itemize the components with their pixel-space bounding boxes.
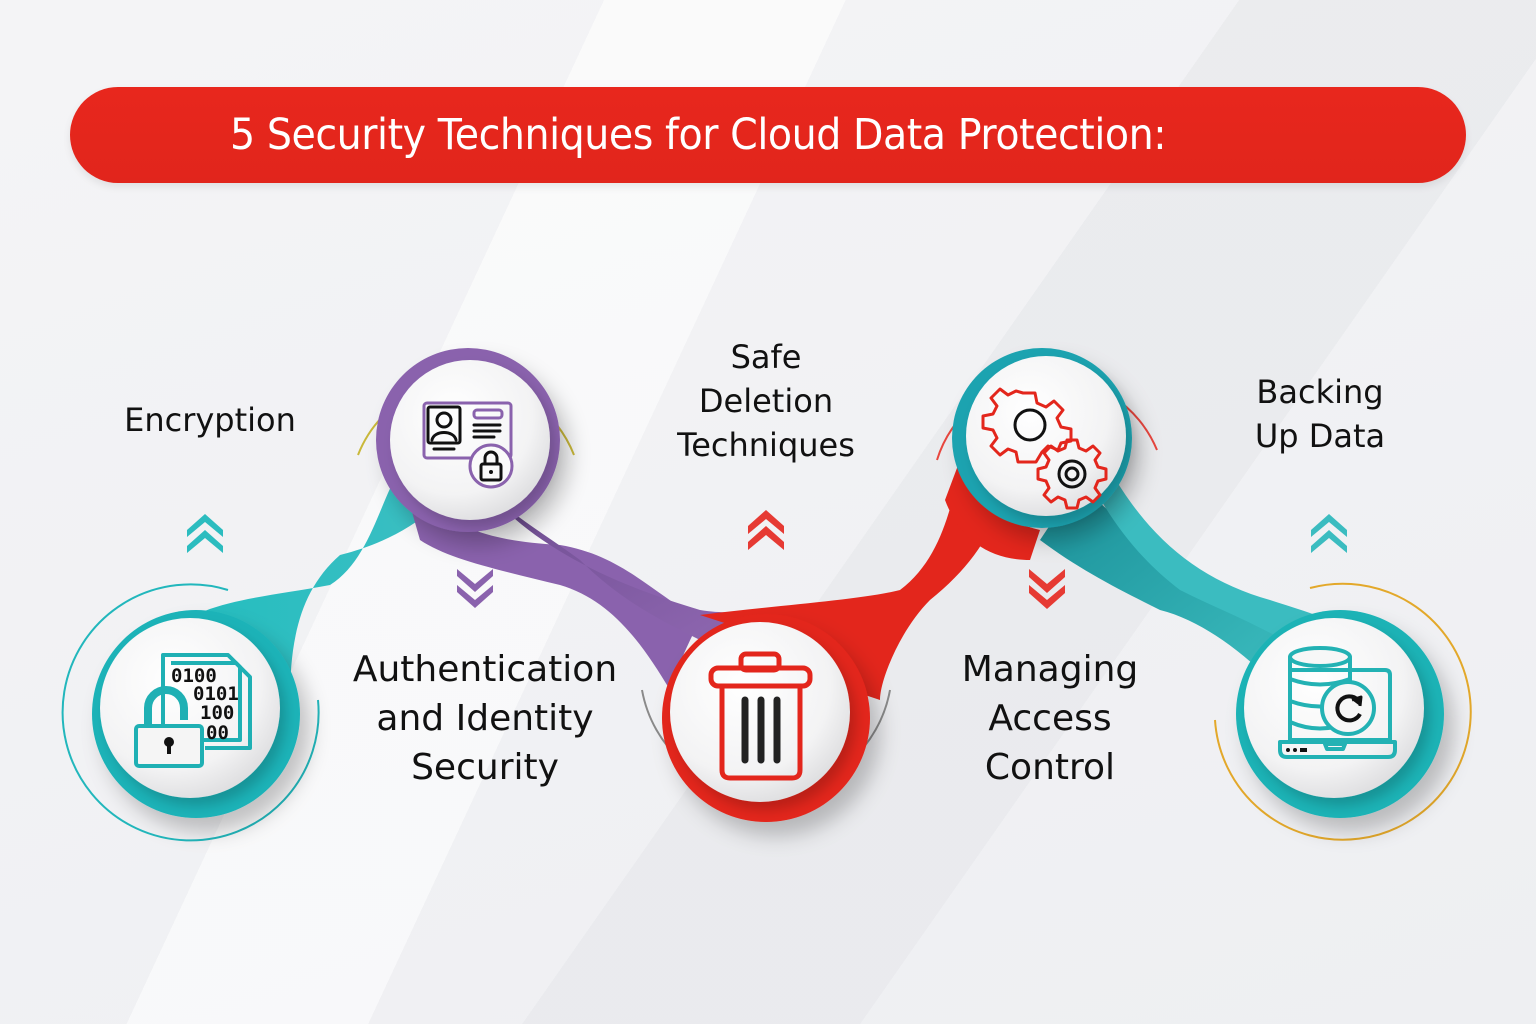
- step-4-label: Managing Access Control: [940, 645, 1160, 792]
- chevron-double-down-icon-2[interactable]: [457, 569, 493, 608]
- step-5-label-line-2: Up Data: [1254, 417, 1386, 455]
- step-5-label: Backing Up Data: [1230, 370, 1410, 458]
- step-2-label-line-1: Authentication: [352, 649, 618, 690]
- step-3-label: Safe Deletion Techniques: [656, 335, 876, 467]
- trash-bin-icon: [708, 651, 813, 781]
- chevron-double-down-icon-4[interactable]: [1029, 569, 1065, 609]
- step-4-label-line-3: Control: [984, 747, 1116, 788]
- step-2-label-line-2: and Identity: [376, 698, 594, 739]
- step-4-label-line-2: Access: [988, 698, 1112, 739]
- encrypted-binary-file-lock-icon: 0100 0101 100 00: [134, 653, 252, 768]
- svg-text:0100: 0100: [171, 665, 217, 687]
- page-title: 5 Security Techniques for Cloud Data Pro…: [230, 110, 1167, 160]
- svg-text:0101: 0101: [193, 683, 239, 705]
- gears-icon: [981, 387, 1108, 510]
- svg-text:100: 100: [200, 702, 234, 724]
- step-5-label-line-1: Backing: [1256, 373, 1384, 411]
- step-3-label-line-3: Techniques: [677, 426, 855, 464]
- step-5-node: [1236, 610, 1444, 818]
- title-banner: 5 Security Techniques for Cloud Data Pro…: [70, 87, 1466, 183]
- arc-step-1: [61, 583, 320, 842]
- step-4-label-line-1: Managing: [961, 649, 1139, 690]
- step-2-label: Authentication and Identity Security: [340, 645, 630, 792]
- database-backup-laptop-icon: [1278, 646, 1397, 759]
- step-4-node: [952, 348, 1132, 528]
- chevron-double-up-icon-5[interactable]: [1311, 514, 1347, 553]
- step-3-label-line-2: Deletion: [698, 382, 834, 420]
- step-1-label: Encryption: [110, 398, 310, 442]
- step-1-label-line: Encryption: [124, 401, 296, 439]
- step-1-node: 0100 0101 100 00: [92, 610, 300, 818]
- id-card-lock-icon: [422, 401, 514, 489]
- step-2-label-line-3: Security: [411, 747, 559, 788]
- svg-text:00: 00: [206, 722, 229, 744]
- step-3-node: [662, 614, 870, 822]
- step-3-label-line-1: Safe: [730, 338, 802, 376]
- arc-step-5: [1214, 582, 1472, 841]
- step-2-node: [376, 348, 560, 532]
- chevron-double-up-icon-3[interactable]: [748, 510, 784, 550]
- chevron-double-up-icon-1[interactable]: [187, 514, 223, 553]
